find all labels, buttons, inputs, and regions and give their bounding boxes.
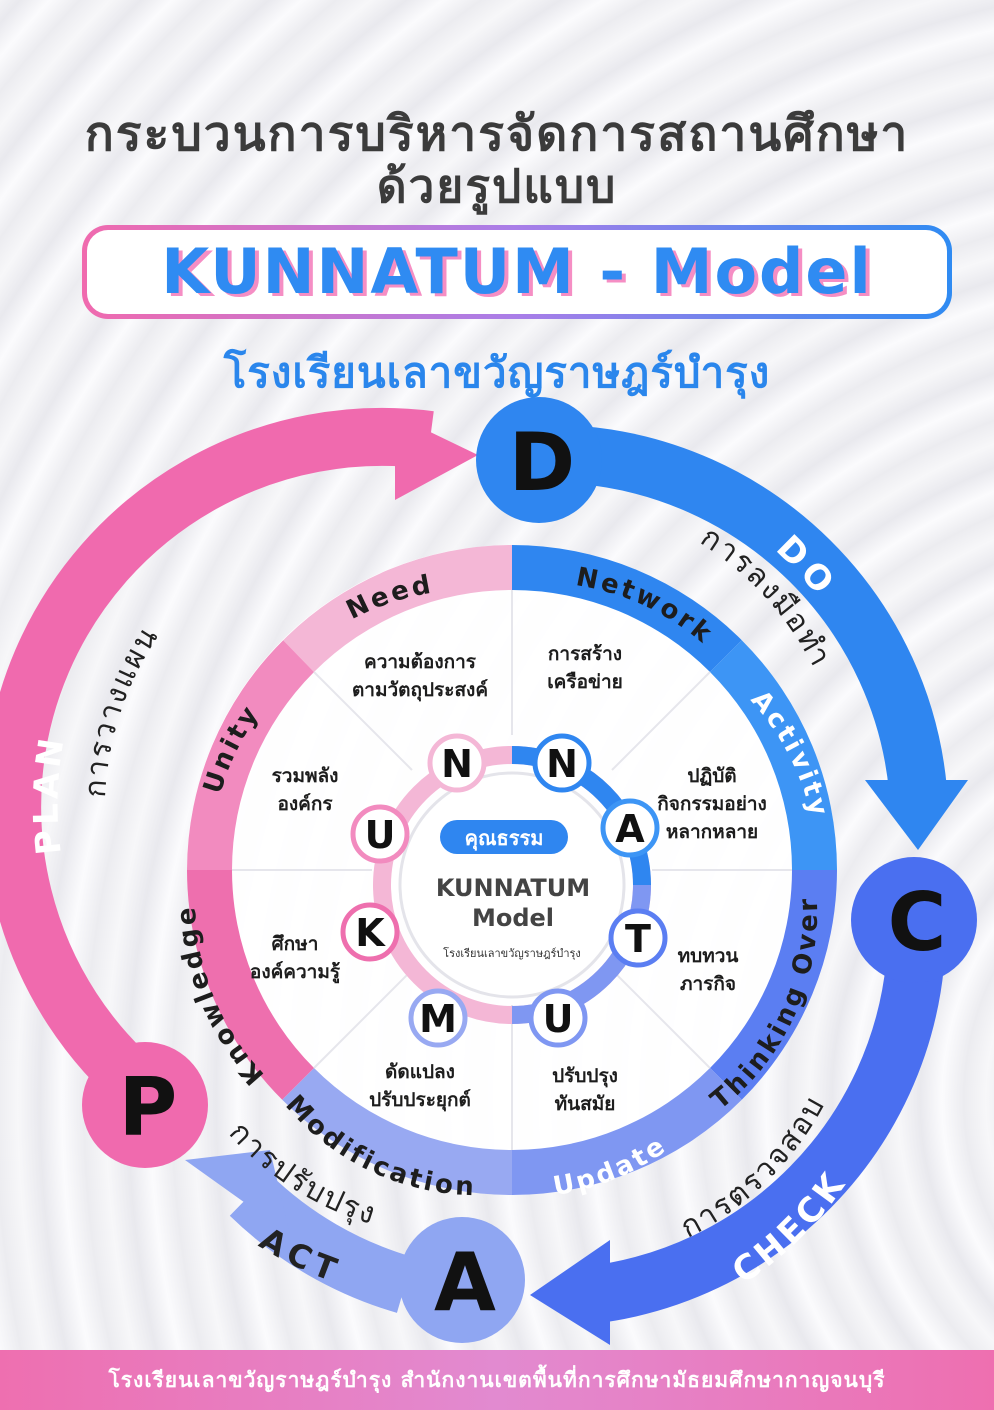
segment-activity-desc-3: หลากหลาย xyxy=(666,821,758,843)
page-title-line1: กระบวนการบริหารจัดการสถานศึกษา xyxy=(84,106,910,162)
pdca-letter-a: A xyxy=(434,1236,496,1329)
letter-node-k: K xyxy=(340,902,400,962)
segment-activity-desc-1: ปฏิบัติ xyxy=(687,765,736,787)
segment-knowledge-desc-2: องค์ความรู้ xyxy=(250,961,341,984)
letter-node-n2: N xyxy=(532,733,592,793)
school-name: โรงเรียนเลาขวัญราษฎร์บำรุง xyxy=(223,348,771,397)
letter-m: M xyxy=(419,997,457,1041)
letter-a: A xyxy=(615,807,645,851)
segment-thinking-desc-1: ทบทวน xyxy=(678,945,739,967)
letter-node-u2: U xyxy=(528,988,588,1048)
pdca-node-c: C xyxy=(851,857,977,983)
segment-network xyxy=(512,545,742,672)
plan-arrow xyxy=(0,407,434,1118)
pdca-letter-p: P xyxy=(119,1061,178,1154)
letter-node-u1: U xyxy=(350,804,410,864)
letter-n2: N xyxy=(546,742,578,786)
letter-t: T xyxy=(625,917,651,961)
segment-thinking xyxy=(710,870,837,1100)
model-name-frame xyxy=(82,225,952,319)
pdca-letter-c: C xyxy=(888,876,947,969)
center-school: โรงเรียนเลาขวัญราษฎร์บำรุง xyxy=(443,946,581,960)
segment-knowledge xyxy=(187,870,314,1100)
letter-node-m: M xyxy=(408,988,468,1048)
pdca-cycle xyxy=(0,407,968,1345)
segment-modification-desc-1: ดัดแปลง xyxy=(385,1061,455,1083)
center-subtitle: Model xyxy=(472,904,554,932)
check-arrow xyxy=(586,961,944,1324)
svg-text:PLAN: PLAN xyxy=(26,732,72,857)
footer-text: โรงเรียนเลาขวัญราษฎร์บำรุง สำนักงานเขตพื… xyxy=(108,1368,886,1392)
segment-update xyxy=(512,1068,742,1195)
segment-update-desc-2: ทันสมัย xyxy=(555,1093,616,1115)
segment-update-desc-1: ปรับปรุง xyxy=(552,1065,618,1088)
pdca-letter-d: D xyxy=(509,416,575,509)
page-title-line2: ด้วยรูปแบบ xyxy=(376,159,618,213)
segment-network-desc-2: เครือข่าย xyxy=(547,671,623,693)
segment-knowledge-desc-1: ศึกษา xyxy=(272,933,319,955)
footer-bar xyxy=(0,1350,994,1410)
center-badge: คุณธรรม xyxy=(465,826,544,851)
segment-unity-desc-2: องค์กร xyxy=(277,793,333,815)
segment-unity xyxy=(187,640,314,870)
letter-node-t: T xyxy=(608,908,668,968)
inner-wheel xyxy=(187,545,837,1195)
segment-activity xyxy=(710,640,837,870)
segment-thinking-desc-2: ภารกิจ xyxy=(680,973,736,995)
center-title: KUNNATUM xyxy=(436,874,590,902)
segment-unity-desc-1: รวมพลัง xyxy=(272,765,339,787)
plan-arrowhead xyxy=(395,415,478,500)
pdca-node-d: D xyxy=(476,397,602,523)
letter-node-n1: N xyxy=(427,733,487,793)
do-arrowhead xyxy=(865,780,968,850)
act-arrowhead xyxy=(185,1150,290,1235)
segment-modification xyxy=(282,1068,512,1195)
letter-k: K xyxy=(355,911,386,955)
segment-activity-desc-2: กิจกรรมอย่าง xyxy=(657,793,767,815)
pdca-node-p: P xyxy=(82,1042,208,1168)
pdca-node-a: A xyxy=(399,1217,525,1343)
plan-label: PLAN xyxy=(26,732,68,857)
letter-u1: U xyxy=(365,813,396,857)
letter-node-a: A xyxy=(600,798,660,858)
do-arrow xyxy=(577,426,947,793)
letter-n1: N xyxy=(441,742,473,786)
model-name: KUNNATUM - Model xyxy=(161,235,873,308)
svg-text:การวางแผน: การวางแผน xyxy=(78,620,166,799)
letter-u2: U xyxy=(543,997,574,1041)
segment-need-desc-1: ความต้องการ xyxy=(364,651,477,673)
center-hub: คุณธรรม KUNNATUM Model โรงเรียนเลาขวัญรา… xyxy=(436,820,590,960)
plan-thai-label: การวางแผน xyxy=(78,620,164,799)
segment-network-desc-1: การสร้าง xyxy=(548,643,622,665)
segment-need-desc-2: ตามวัตถุประสงค์ xyxy=(352,679,488,702)
check-arrowhead xyxy=(530,1240,610,1345)
segment-modification-desc-2: ปรับประยุกต์ xyxy=(369,1089,471,1112)
segment-need xyxy=(283,545,512,672)
